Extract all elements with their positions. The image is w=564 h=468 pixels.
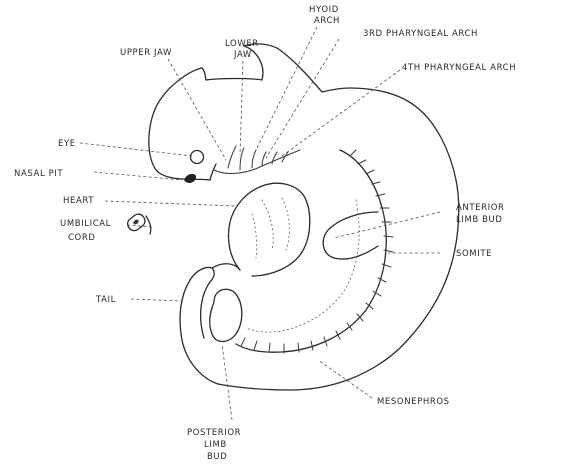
label-anterior-limb-bud-line1: ANTERIOR (456, 203, 505, 213)
label-somite: SOMITE (456, 249, 492, 259)
label-anterior-limb-bud-line2: LIMB BUD (456, 215, 503, 225)
label-lower-jaw-line1: LOWER (225, 39, 259, 49)
label-fourth-pharyngeal-arch: 4TH PHARYNGEAL ARCH (402, 63, 516, 73)
embryo-drawing (125, 44, 459, 390)
label-posterior-limb-bud-line1: POSTERIOR (187, 428, 241, 438)
label-upper-jaw: UPPER JAW (120, 48, 172, 58)
label-lower-jaw-line2: JAW (233, 50, 252, 60)
label-third-pharyngeal-arch: 3RD PHARYNGEAL ARCH (363, 29, 478, 39)
label-hyoid-arch-line2: ARCH (314, 16, 340, 26)
label-umbilical-cord-line2: CORD (68, 233, 95, 243)
label-tail: TAIL (95, 295, 116, 305)
label-nasal-pit: NASAL PIT (14, 169, 63, 179)
heart-texture (252, 198, 289, 258)
heart-bulge (228, 183, 309, 276)
label-posterior-limb-bud-line3: BUD (207, 452, 227, 462)
pharyngeal-arches (214, 146, 300, 173)
face-lower-outline (210, 164, 216, 180)
anterior-limb-bud (323, 212, 378, 259)
label-posterior-limb-bud-line2: LIMB (204, 440, 227, 450)
label-mesonephros: MESONEPHROS (377, 397, 450, 407)
somite-column (236, 150, 386, 352)
tail-outline (180, 268, 218, 385)
label-umbilical-cord-line1: UMBILICAL (60, 219, 111, 229)
nasal-pit-mark (184, 174, 196, 183)
label-eye: EYE (58, 139, 76, 149)
label-hyoid-arch-line1: HYOID (309, 5, 339, 15)
label-heart: HEART (63, 196, 94, 206)
umbilical-cord (125, 212, 151, 234)
labels: UPPER JAW LOWER JAW HYOID ARCH 3RD PHARY… (14, 5, 516, 462)
eye-circle (191, 151, 204, 164)
posterior-limb-bud (210, 289, 242, 341)
